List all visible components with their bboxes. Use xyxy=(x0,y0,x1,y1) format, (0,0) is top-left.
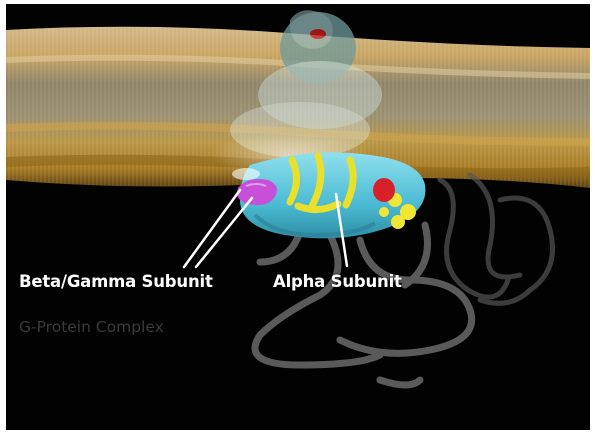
g-protein-complex-caption: G-Protein Complex xyxy=(19,318,164,336)
alpha-subunit-label: Alpha Subunit xyxy=(273,272,402,291)
gdp-molecule xyxy=(373,178,395,202)
beta-gamma-subunit-label: Beta/Gamma Subunit xyxy=(19,272,213,291)
